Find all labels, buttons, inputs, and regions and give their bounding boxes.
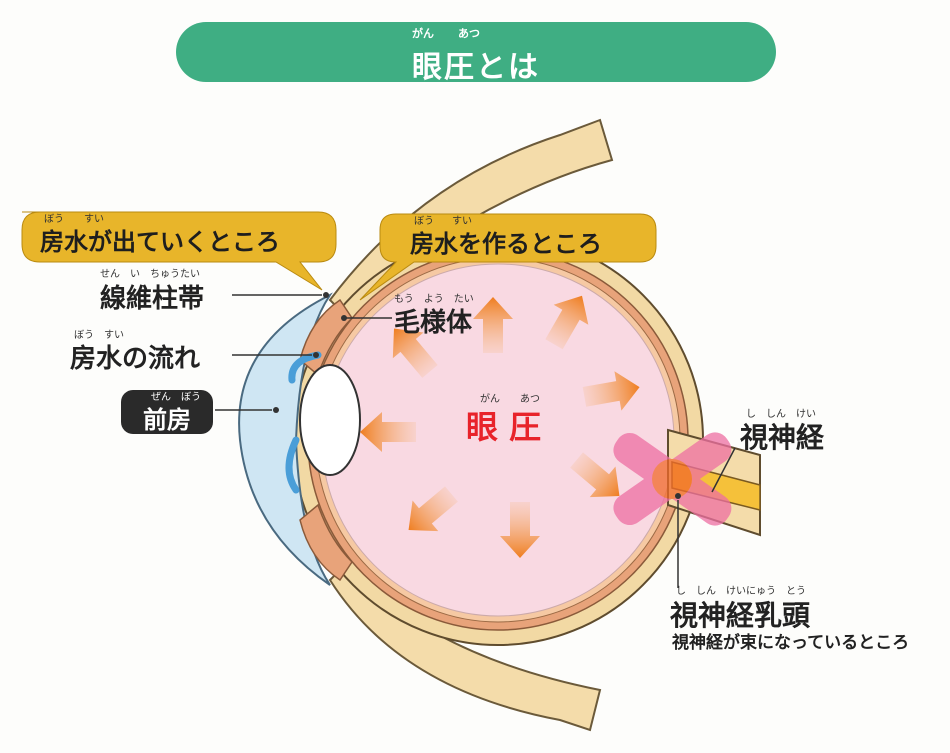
pressure-arrow-icon bbox=[408, 486, 458, 532]
cornea bbox=[238, 292, 333, 586]
production-ruby-bou: ぼう bbox=[414, 216, 434, 227]
outflow-callout-bubble bbox=[21, 211, 337, 291]
anterior-chamber-chip: ぜん ぼう 前房 bbox=[121, 390, 213, 434]
title-ruby-gan: がん bbox=[412, 27, 434, 40]
anterior-chamber-label: 前房 bbox=[143, 406, 191, 434]
leader-optic-nerve bbox=[711, 447, 736, 493]
pressure-arrow-icon bbox=[545, 295, 589, 350]
ciliary-body-lower bbox=[299, 503, 353, 582]
anterior-ruby: ぜん ぼう bbox=[151, 392, 201, 403]
optic-nerve-label: 視神経 bbox=[740, 421, 825, 454]
pressure-arrow-icon bbox=[473, 297, 513, 353]
pressure-arrow-icon bbox=[500, 502, 540, 558]
zonule-ruby: せん い ちゅうたい bbox=[100, 269, 200, 280]
optic-disc-label: 視神経乳頭 bbox=[670, 599, 811, 632]
production-callout-bubble bbox=[359, 213, 657, 301]
pressure-arrow-icon bbox=[360, 412, 416, 452]
optic-disc-ruby: し しん けいにゅう とう bbox=[676, 586, 806, 597]
iop-ruby: がん あつ bbox=[480, 394, 540, 405]
pressure-arrow-icon bbox=[582, 371, 640, 411]
page-title: 眼圧とは bbox=[412, 50, 540, 85]
title-bar: がん あつ 眼圧とは bbox=[176, 22, 776, 85]
aqueous-flow-arrow-icon bbox=[285, 436, 300, 494]
zonule-label: 線維柱帯 bbox=[100, 284, 205, 314]
aqueous-ruby: ぼう すい bbox=[74, 330, 124, 341]
optic-disc-description: 視神経が束になっているところ bbox=[672, 633, 910, 653]
production-ruby-sui: すい bbox=[452, 216, 472, 227]
iop-label: 眼 圧 bbox=[466, 408, 542, 446]
aqueous-flow-label: 房水の流れ bbox=[70, 344, 201, 374]
pressure-arrow-icon bbox=[570, 452, 620, 498]
pressure-arrow-icon bbox=[392, 328, 438, 378]
title-ruby-atsu: あつ bbox=[458, 27, 480, 40]
optic-disc-highlight bbox=[613, 432, 732, 526]
outflow-ruby-sui: すい bbox=[84, 214, 104, 225]
outflow-callout-text: 房水が出ていくところ bbox=[40, 228, 280, 256]
optic-nerve-ruby: し しん けい bbox=[746, 409, 816, 420]
ciliary-body-label: 毛様体 bbox=[394, 308, 473, 338]
ciliary-ruby: もう よう たい bbox=[394, 294, 474, 305]
lens bbox=[299, 364, 361, 476]
production-callout-text: 房水を作るところ bbox=[410, 230, 602, 258]
outflow-ruby-bou: ぼう bbox=[44, 214, 64, 225]
